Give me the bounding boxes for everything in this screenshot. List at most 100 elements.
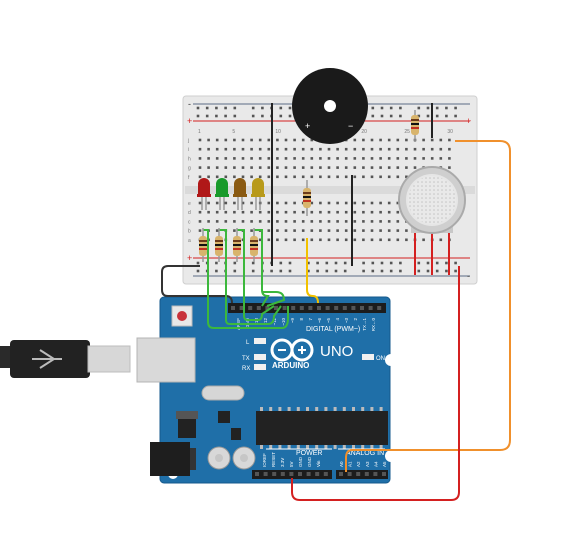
rail-plus-label-right: + bbox=[466, 116, 471, 126]
column-number: 10 bbox=[275, 129, 281, 135]
analog-pin-label: A1 bbox=[348, 461, 353, 467]
column-number: 20 bbox=[361, 129, 367, 135]
rx-label: RX bbox=[242, 366, 250, 372]
led-yellow bbox=[251, 178, 265, 210]
row-letter: f bbox=[188, 175, 190, 181]
on-label: ON bbox=[376, 356, 385, 362]
analog-pin-label: A3 bbox=[365, 461, 370, 467]
digital-pin-label: 2 bbox=[353, 318, 358, 321]
breadboard-jumpers bbox=[271, 103, 450, 275]
power-header-label: POWER bbox=[296, 450, 322, 457]
column-number: 25 bbox=[404, 129, 410, 135]
wire-orange-sensor bbox=[345, 140, 511, 472]
tx-label: TX bbox=[242, 356, 250, 362]
digital-pin-label: TX→1 bbox=[362, 318, 367, 331]
piezo-buzzer: + − bbox=[292, 68, 368, 144]
row-letter: b bbox=[188, 229, 191, 235]
resistor-sensor bbox=[411, 110, 419, 142]
resistors bbox=[199, 110, 419, 262]
usb-cable bbox=[0, 340, 131, 378]
rail-minus-label-bottom: - bbox=[467, 271, 470, 281]
digital-pin-label: 12 bbox=[263, 318, 268, 324]
digital-pin-label: 4 bbox=[335, 318, 340, 321]
column-number: 30 bbox=[447, 129, 453, 135]
power-pin-label: RESET bbox=[271, 452, 276, 467]
chip-pins bbox=[260, 407, 383, 449]
led-red bbox=[197, 178, 211, 210]
power-pin-label: IOREF bbox=[262, 453, 267, 467]
buzzer-plus-label: + bbox=[305, 121, 310, 131]
column-number: 5 bbox=[232, 129, 235, 135]
digital-pin-label: ~5 bbox=[326, 318, 331, 324]
wires bbox=[161, 140, 511, 501]
wire-green-2 bbox=[219, 229, 282, 325]
row-letter: h bbox=[188, 156, 191, 162]
digital-header-label: DIGITAL (PWM~) bbox=[306, 326, 360, 333]
row-letter: d bbox=[188, 210, 191, 216]
power-pin-label: GND bbox=[307, 456, 312, 467]
power-pin-label: 3.3V bbox=[280, 458, 285, 467]
resistor bbox=[215, 228, 223, 262]
row-letter: a bbox=[188, 238, 191, 244]
led-rx-indicator bbox=[254, 364, 266, 370]
buzzer-minus-label: − bbox=[348, 121, 353, 131]
analog-header-label: ANALOG IN bbox=[346, 450, 384, 457]
arduino-logo bbox=[270, 338, 314, 362]
rail-plus-label: + bbox=[187, 116, 192, 126]
rail-plus-label-bottom: + bbox=[187, 253, 192, 263]
led-brown bbox=[233, 178, 247, 210]
wire-green-4b bbox=[262, 291, 286, 307]
mounting-hole bbox=[385, 354, 397, 366]
analog-pin-label: A4 bbox=[373, 461, 378, 467]
resistor bbox=[233, 228, 241, 262]
power-pin-label: GND bbox=[298, 456, 303, 467]
crystal-oscillator bbox=[201, 385, 245, 401]
gas-sensor bbox=[398, 166, 466, 234]
mounting-hole bbox=[385, 450, 397, 462]
rail-minus-label: - bbox=[188, 99, 191, 109]
usb-port bbox=[136, 337, 196, 383]
resistor bbox=[250, 228, 258, 262]
row-letter: g bbox=[188, 166, 191, 172]
analog-pin-label: A5 bbox=[382, 461, 387, 467]
analog-pin-label: A0 bbox=[339, 461, 344, 467]
l-label: L bbox=[246, 340, 250, 346]
digital-pin-label: ~9 bbox=[290, 318, 295, 324]
atmega-chip bbox=[256, 411, 388, 445]
analog-header bbox=[336, 470, 388, 479]
digital-pin-label: ~3 bbox=[344, 318, 349, 324]
led-tx-indicator bbox=[254, 354, 266, 360]
led-on-indicator bbox=[362, 354, 374, 360]
model-label: UNO bbox=[320, 343, 353, 360]
column-number: 1 bbox=[198, 129, 201, 135]
power-pin-label: 5V bbox=[289, 461, 294, 467]
digital-pin-label: RX←0 bbox=[371, 318, 376, 332]
digital-pin-label: 8 bbox=[299, 318, 304, 321]
row-letter: i bbox=[188, 147, 189, 153]
analog-pin-label: A2 bbox=[356, 461, 361, 467]
wire-green-4 bbox=[254, 229, 270, 307]
led-group bbox=[197, 178, 265, 210]
row-letter: j bbox=[187, 138, 189, 144]
wire-yellow-buzzer bbox=[306, 238, 319, 304]
resistor-buzzer bbox=[303, 180, 311, 216]
digital-header bbox=[228, 303, 386, 313]
power-pin-labels: IOREF RESET 3.3V 5V GND GND Vin bbox=[262, 452, 321, 467]
wire-green-3 bbox=[237, 229, 275, 321]
digital-pin-label: ~10 bbox=[281, 318, 286, 326]
power-jack bbox=[150, 442, 190, 476]
wire-green-1 bbox=[203, 229, 289, 329]
digital-pin-label: ~6 bbox=[317, 318, 322, 324]
power-pin-label: Vin bbox=[316, 460, 321, 467]
wire-black-ground bbox=[161, 265, 233, 304]
digital-pin-label: GND bbox=[245, 317, 250, 328]
led-green bbox=[215, 178, 229, 210]
row-letter: e bbox=[188, 201, 191, 207]
header-holes bbox=[231, 306, 386, 476]
digital-pin-label: 7 bbox=[308, 318, 313, 321]
wire-red-5v bbox=[291, 266, 460, 501]
